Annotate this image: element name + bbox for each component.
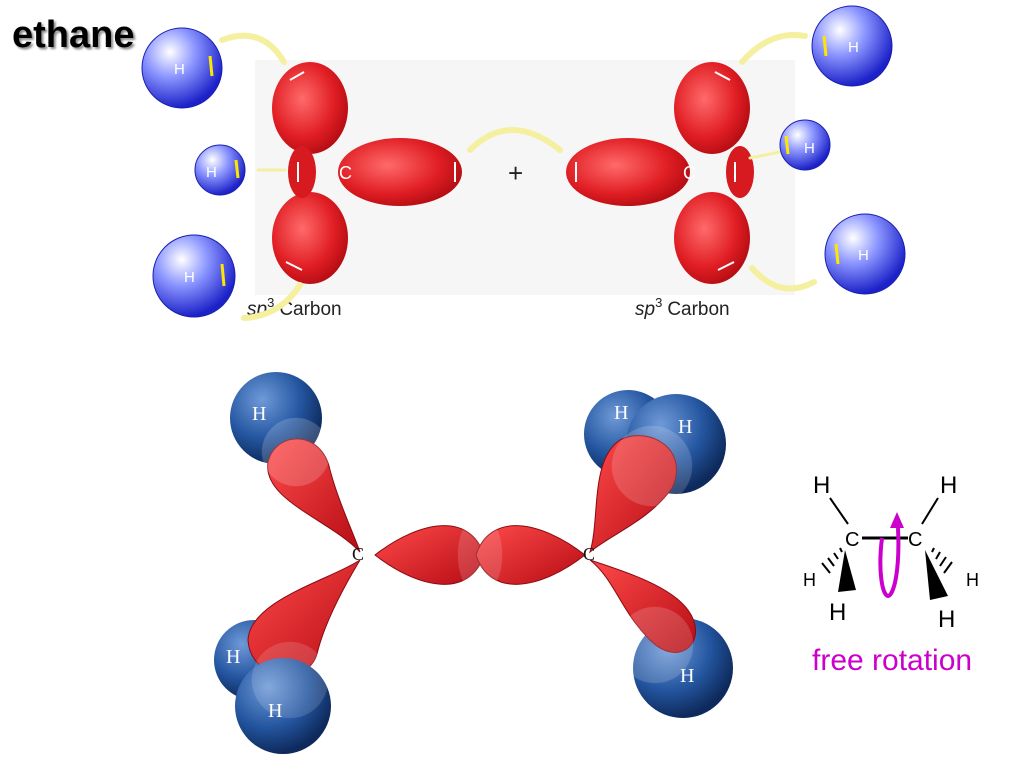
hydrogen-label: H [206,164,217,181]
left-upper-lobe [272,62,348,154]
right-left-lobe [566,138,690,206]
wedge-bond [925,550,948,600]
structural-formula: H H C C H H H H [803,472,979,633]
right-carbon-label: C [683,163,696,183]
electron-spin-icon [784,135,790,155]
right-upper-bond-lobe [589,435,677,554]
hash-bond-right [931,547,953,574]
rotation-arrowhead-icon [890,512,904,528]
hydrogen-label: H [848,39,859,56]
hydrogen-label: H [174,61,185,78]
hydrogen-sphere [141,27,223,109]
carbon-label: C [845,529,859,551]
plus-sign: + [508,158,523,188]
hydrogen-label: H [858,247,869,264]
right-small-lobe [726,146,754,198]
hash-bond-left [821,547,843,574]
left-small-lobe [288,146,316,198]
hydrogen-label: H [252,403,266,425]
hydrogen-sphere [779,119,831,171]
hydrogen-label: H [938,606,955,633]
wedge-bond [838,550,856,592]
electron-spin-icon [208,55,214,77]
arrow-upper-right [739,32,808,65]
arrow-lower-left [241,282,303,321]
arrow-center [467,127,563,153]
hydrogen-label: H [804,140,815,157]
right-lower-lobe [674,192,750,284]
arrow-middle-right [748,150,782,160]
arrow-lower-right [749,265,817,292]
free-rotation-caption: free rotation [812,644,973,677]
electron-spin-icon [834,243,840,265]
rotation-arrow [878,527,901,599]
hydrogen-label: H [680,665,694,687]
carbon-label: C [352,544,364,564]
electron-spin-icon [220,263,226,287]
hydrogen-label: H [614,402,628,424]
hydrogen-sphere [194,144,246,196]
carbon-label: C [583,544,595,564]
top-hydrogens: H H H H H H [141,5,906,318]
left-lower-lobe [272,192,348,284]
hydrogen-sphere [152,234,236,318]
hydrogen-label: H [813,472,830,499]
hydrogen-label: H [803,570,816,590]
right-upper-lobe [674,62,750,154]
arrow-upper-left [219,32,287,65]
left-carbon-label: C [339,163,352,183]
electron-spin-icon [234,159,240,179]
hydrogen-label: H [940,472,957,499]
hydrogen-label: H [268,700,282,722]
hydrogen-sphere [811,5,893,87]
left-right-lobe [338,138,462,206]
ethane-bonded-model: H H H H H H C C [214,372,733,754]
hydrogen-label: H [184,269,195,286]
cc-bond-right-lobe [475,525,586,585]
hydrogen-label: H [226,646,240,668]
hydrogen-label: H [678,416,692,438]
title-ethane: ethane [12,14,135,56]
hydrogen-label: H [829,599,846,626]
right-lower-bond-lobe [589,559,697,653]
hydrogen-label: H [966,570,979,590]
carbon-label: C [908,529,922,551]
interaction-arrows [219,32,817,321]
hydrogen-sphere [235,658,331,754]
hydrogen-sphere [824,213,906,295]
electron-spin-icon [822,35,828,57]
left-upper-bond-lobe [267,438,361,553]
